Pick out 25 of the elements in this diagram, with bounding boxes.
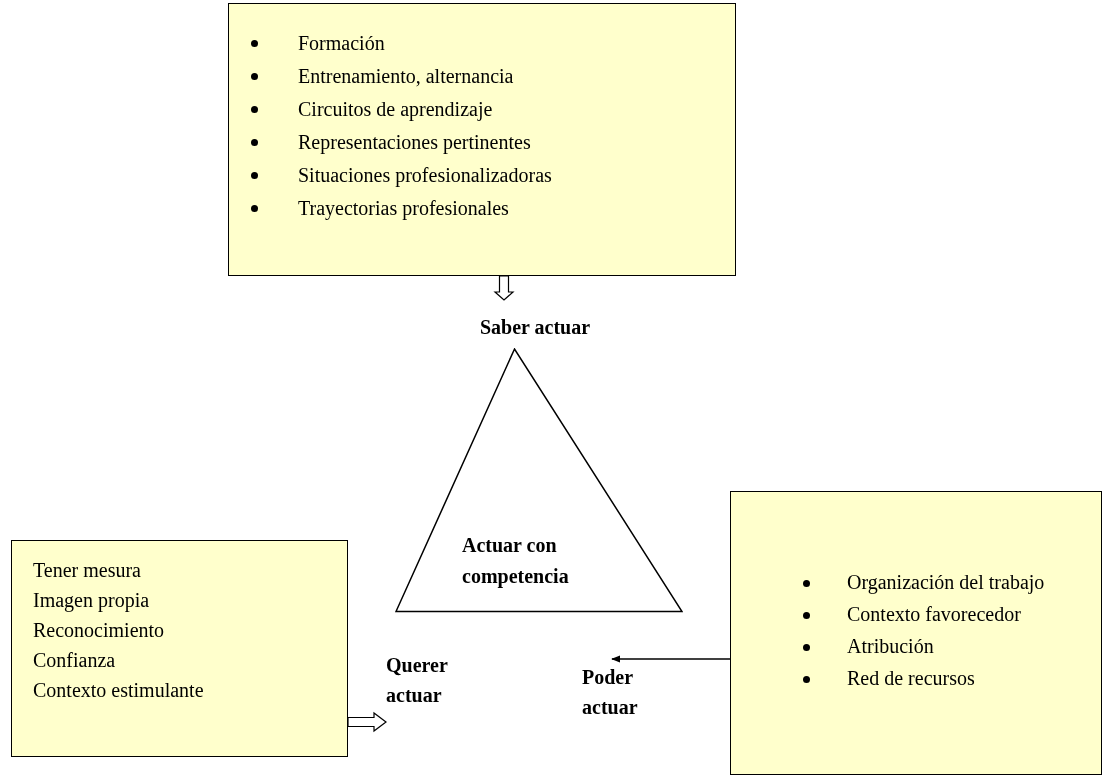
list-text: Contexto estimulante	[33, 678, 204, 703]
list-text: Contexto favorecedor	[847, 602, 1022, 627]
list-text: Situaciones profesionalizadoras	[298, 163, 553, 189]
list-text: Trayectorias profesionales	[298, 196, 510, 222]
note-box	[730, 491, 1102, 775]
arrow	[347, 711, 387, 733]
list-text: Atribución	[847, 634, 935, 659]
list-text: Red de recursos	[847, 666, 976, 691]
arrow	[611, 655, 731, 663]
label-text: Querer actuar	[386, 650, 464, 736]
list-text: Reconocimiento	[33, 618, 165, 643]
arrow	[493, 275, 515, 301]
center-label: Actuar con competencia	[462, 533, 570, 590]
list-text: Imagen propia	[33, 588, 150, 614]
list-text: Circuitos de aprendizaje	[298, 97, 494, 123]
note-box	[11, 540, 348, 757]
list-text: Confianza	[33, 648, 116, 673]
list-text: Formación	[298, 31, 386, 56]
label-text: Poder actuar	[582, 662, 662, 730]
list-text: Entrenamiento, alternancia	[298, 64, 515, 89]
label-text: Saber actuar	[458, 300, 612, 342]
list-text: Representaciones pertinentes	[298, 130, 532, 156]
note-box	[228, 3, 736, 276]
list-text: Organización del trabajo	[847, 570, 1046, 596]
list-text: Tener mesura	[33, 558, 141, 583]
